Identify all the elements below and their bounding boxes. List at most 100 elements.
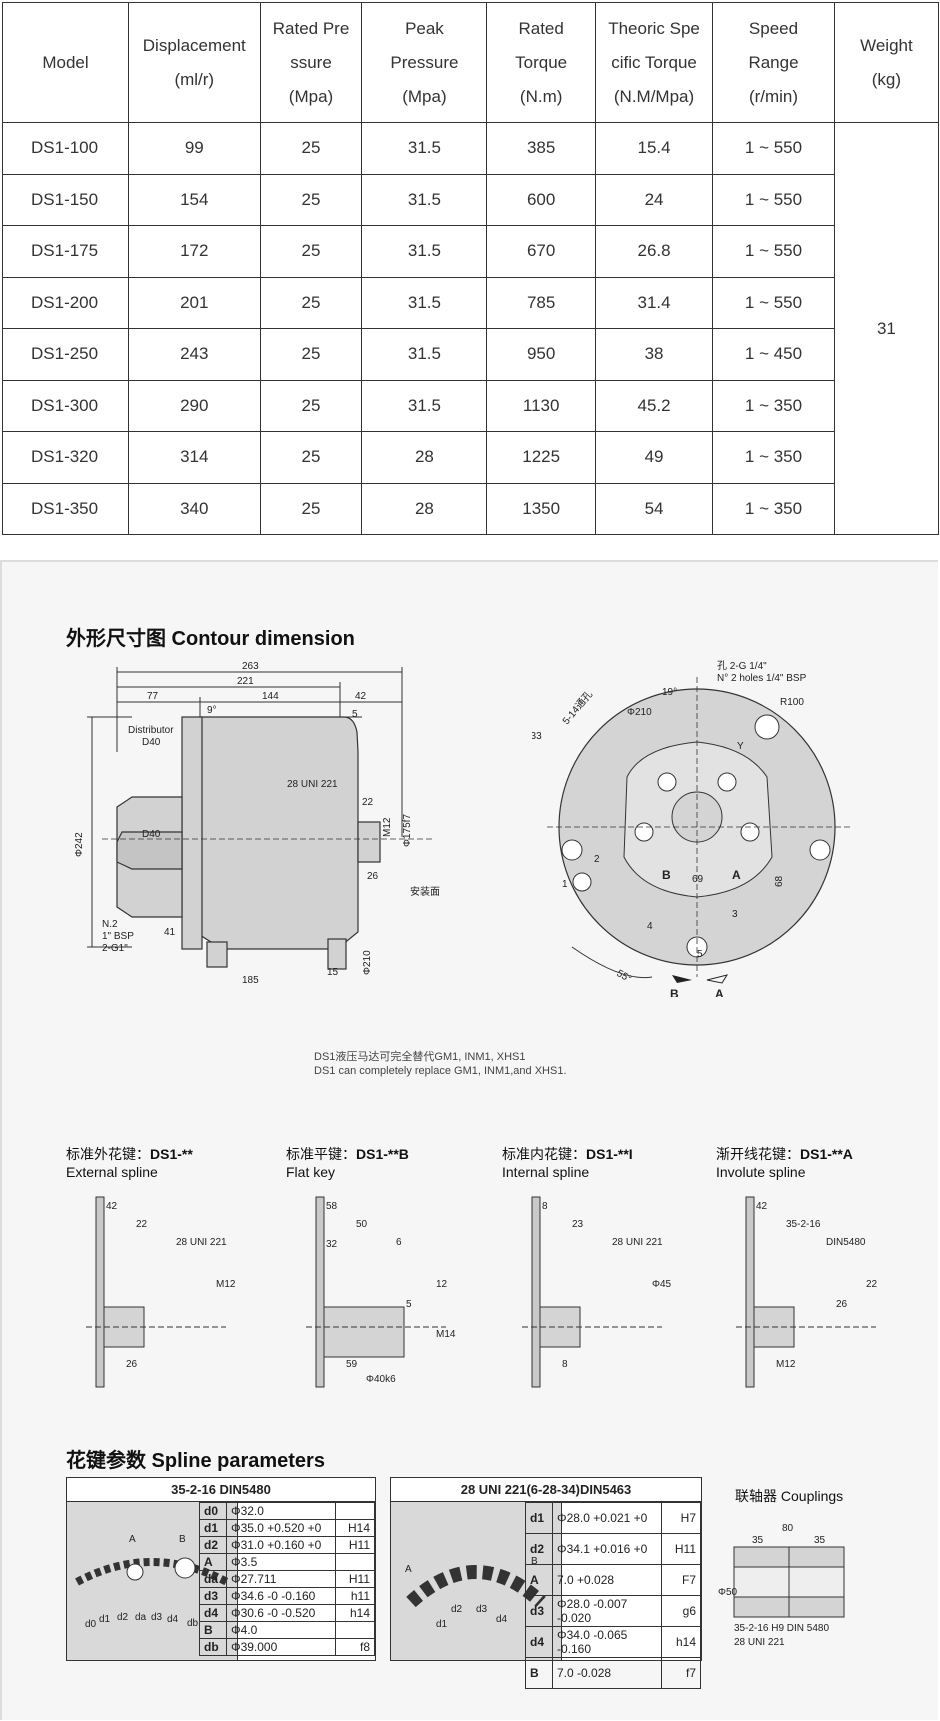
spec-cell: 31.5 — [361, 173, 488, 226]
spec-header-7: Weight(kg) — [833, 2, 940, 123]
contour-front-view: 孔 2-G 1/4" N° 2 holes 1/4" BSP R100 19° … — [532, 660, 852, 997]
param-v: Φ32.0 — [226, 1502, 336, 1520]
shaft-dim: M12 — [776, 1359, 796, 1370]
spec-cell: 25 — [259, 122, 363, 175]
param-f — [335, 1621, 375, 1639]
spec-cell: 24 — [594, 173, 714, 226]
param-k: d2 — [199, 1536, 227, 1554]
param-v: Φ28.0 +0.021 +0 — [552, 1502, 662, 1534]
param-k: B — [199, 1621, 227, 1639]
spec-cell: 31.5 — [361, 122, 488, 175]
spec-cell: 31.5 — [361, 276, 488, 329]
spec-cell: 25 — [259, 276, 363, 329]
shaft-title-en: External spline — [66, 1164, 158, 1180]
svg-text:41: 41 — [164, 927, 176, 938]
contour-side-view: 263 221 77 144 42 9° 5 Distributor D40 D… — [74, 661, 440, 986]
model-cell: DS1-200 — [1, 276, 130, 329]
spec-cell: 340 — [128, 482, 261, 535]
spec-cell: 1 ~ 350 — [712, 379, 835, 432]
svg-text:26: 26 — [367, 871, 379, 882]
spec-header-line: cific Torque — [611, 52, 697, 72]
figure-label: B — [179, 1534, 186, 1545]
spec-cell: 38 — [594, 328, 714, 381]
spec-cell: 49 — [594, 431, 714, 484]
param-v: Φ30.6 -0 -0.520 — [226, 1604, 336, 1622]
spec-cell: 25 — [259, 328, 363, 381]
figure-label: d3 — [476, 1604, 488, 1615]
param-k: d2 — [525, 1533, 553, 1565]
spec-cell: 600 — [486, 173, 596, 226]
param-k: d3 — [525, 1595, 553, 1627]
spec-cell: 15.4 — [594, 122, 714, 175]
param-v: Φ31.0 +0.160 +0 — [226, 1536, 336, 1554]
spec-header-line: Pressure — [390, 52, 459, 72]
svg-text:M12: M12 — [382, 817, 393, 837]
spec-cell: 31.4 — [594, 276, 714, 329]
spec-header-line: ssure — [290, 52, 332, 72]
svg-text:263: 263 — [242, 661, 259, 672]
shaft-dim: 8 — [562, 1359, 568, 1370]
param-v: Φ4.0 — [226, 1621, 336, 1639]
spec-header-line: Rated — [518, 18, 564, 38]
spec-cell: 201 — [128, 276, 261, 329]
param-k: d1 — [199, 1519, 227, 1537]
spec-cell: 31.5 — [361, 225, 488, 278]
svg-text:安装面: 安装面 — [410, 885, 440, 898]
model-cell: DS1-150 — [1, 173, 130, 226]
shaft-title-cn: 标准平键： — [286, 1146, 356, 1162]
svg-text:19°: 19° — [662, 687, 677, 698]
svg-text:Φ242: Φ242 — [74, 832, 85, 857]
shaft-code: DS1-** — [150, 1146, 193, 1162]
shaft-code: DS1-**B — [356, 1146, 409, 1162]
spec-header-line: Peak — [405, 18, 444, 38]
figure-label: 35 — [752, 1535, 764, 1546]
param-v: 7.0 -0.028 — [552, 1657, 662, 1689]
model-cell: DS1-100 — [1, 122, 130, 175]
svg-text:N.2: N.2 — [102, 919, 118, 930]
spec-cell: 25 — [259, 431, 363, 484]
param-k: db — [199, 1638, 227, 1656]
spec-header-line: (kg) — [871, 69, 902, 89]
spec-header-line: (r/min) — [748, 86, 799, 106]
contour-note-en: DS1 can completely replace GM1, INM1,and… — [314, 1065, 567, 1077]
shaft-dim: 8 — [542, 1201, 548, 1212]
spec-header-1: Displacement(ml/r) — [128, 2, 261, 123]
spec-header-line: Displacement — [142, 35, 246, 55]
svg-text:221: 221 — [237, 676, 254, 687]
param-v: Φ3.5 — [226, 1553, 336, 1571]
param-k: d1 — [525, 1502, 553, 1534]
spec-header-line: (N.M/Mpa) — [613, 86, 695, 106]
shaft-dim: 50 — [356, 1219, 368, 1230]
spec-cell: 243 — [128, 328, 261, 381]
svg-text:Φ210: Φ210 — [627, 707, 652, 718]
shaft-title-cn: 标准外花键： — [66, 1146, 150, 1162]
spec-cell: 1 ~ 550 — [712, 173, 835, 226]
svg-text:77: 77 — [147, 691, 159, 702]
svg-text:28 UNI 221: 28 UNI 221 — [287, 779, 338, 790]
figure-label: d2 — [451, 1604, 463, 1615]
svg-text:15: 15 — [327, 967, 339, 978]
spec-cell: 1 ~ 550 — [712, 276, 835, 329]
svg-text:Φ233: Φ233 — [532, 731, 542, 742]
svg-text:5: 5 — [352, 709, 358, 720]
model-cell: DS1-350 — [1, 482, 130, 535]
